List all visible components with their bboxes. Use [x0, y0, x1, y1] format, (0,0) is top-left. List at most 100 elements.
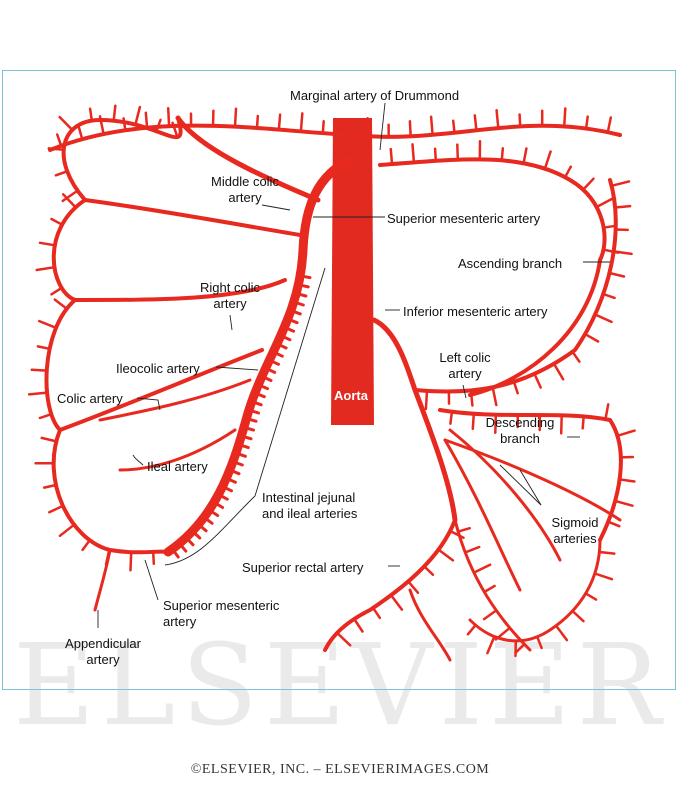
- jejunal-ileal-branch: [170, 547, 180, 559]
- vasa-recta-twig: [76, 123, 84, 141]
- vasa-recta-twig: [593, 313, 613, 324]
- vasa-recta-twig: [595, 197, 614, 209]
- vasa-recta-twig: [543, 150, 552, 170]
- right-colic-artery: [73, 278, 287, 302]
- vasa-recta-twig: [581, 177, 595, 191]
- jejunal-ileal-branch: [282, 325, 296, 333]
- vasa-recta-twig: [522, 147, 528, 165]
- vasa-recta-twig: [166, 106, 171, 128]
- vasa-recta-twig: [255, 114, 260, 130]
- jejunal-ileal-branch: [253, 391, 266, 399]
- leader-middle-colic: [261, 204, 291, 211]
- vasa-recta-twig: [466, 623, 477, 636]
- watermark: ELSEVIER: [13, 621, 667, 751]
- vasa-recta-twig: [571, 350, 581, 363]
- vasa-recta-twig: [593, 572, 614, 581]
- sigmoid-artery-3: [443, 438, 622, 522]
- vasa-recta-twig: [608, 271, 626, 278]
- vasa-recta-twig: [512, 380, 519, 395]
- label-intestinal-arteries: Intestinal jejunal and ileal arteries: [262, 490, 358, 521]
- vasa-recta-twig: [613, 204, 632, 209]
- leader-intestinal-2: [254, 267, 326, 497]
- jejunal-ileal-branch: [197, 522, 208, 533]
- vasa-recta-twig: [602, 224, 617, 229]
- label-right-colic-artery: Right colic artery: [200, 280, 260, 311]
- jejunal-ileal-branch: [231, 460, 244, 467]
- vasa-recta-twig: [42, 483, 58, 489]
- vasa-recta-twig: [552, 362, 565, 381]
- vasa-recta-twig: [429, 115, 434, 137]
- label-descending-branch: Descending branch: [485, 415, 555, 446]
- vasa-recta-twig: [606, 116, 613, 134]
- vasa-recta-twig: [583, 332, 600, 343]
- vasa-recta-twig: [407, 580, 420, 595]
- vasa-recta-twig: [371, 606, 382, 620]
- jejunal-ileal-branch: [239, 434, 253, 441]
- vasa-recta-twig: [98, 115, 105, 136]
- vasa-recta-twig: [486, 635, 496, 655]
- intestinal-jejunal-arteries: [170, 274, 312, 559]
- label-superior-rectal-artery: Superior rectal artery: [242, 560, 364, 575]
- vasa-recta-twig: [554, 624, 569, 642]
- jejunal-ileal-branch: [271, 350, 284, 358]
- vasa-recta-twig: [171, 121, 179, 139]
- vasa-recta-twig: [277, 113, 282, 131]
- vasa-recta-twig: [469, 389, 474, 407]
- vasa-recta-twig: [610, 180, 631, 188]
- label-superior-mesenteric-top: Superior mesenteric artery: [387, 211, 541, 226]
- vasa-recta-twig: [299, 112, 304, 133]
- vasa-recta-twig: [613, 499, 634, 507]
- leader-sigmoid-1: [499, 464, 542, 506]
- jejunal-ileal-branch: [191, 529, 202, 540]
- vasa-recta-twig: [451, 119, 456, 134]
- marginal-left-2: [51, 198, 87, 302]
- vasa-recta-twig: [584, 592, 598, 601]
- jejunal-ileal-branch: [202, 515, 214, 525]
- vasa-recta-twig: [433, 147, 438, 163]
- vasa-recta-twig: [151, 550, 156, 566]
- leader-colic: [136, 397, 161, 411]
- leader-right-colic: [229, 314, 233, 331]
- vasa-recta-twig: [456, 143, 460, 161]
- vasa-recta-twig: [389, 593, 404, 611]
- vasa-recta-twig: [50, 286, 63, 296]
- colic-artery: [98, 378, 252, 422]
- vasa-recta-twig: [500, 147, 505, 162]
- left-colic-artery: [413, 178, 618, 394]
- jejunal-ileal-branch: [289, 309, 302, 316]
- leader-sigmoid-2: [519, 469, 542, 506]
- jejunal-ileal-branch: [184, 536, 195, 547]
- vasa-recta-twig: [473, 114, 478, 132]
- vasa-recta-twig: [483, 584, 496, 594]
- jejunal-ileal-branch: [256, 383, 269, 391]
- vasa-recta-twig: [134, 105, 142, 126]
- aorta: [331, 118, 374, 425]
- vasa-recta-twig: [58, 115, 74, 132]
- leader-sup-mes-bottom: [144, 559, 159, 601]
- vasa-recta-twig: [423, 565, 435, 576]
- leader-lines: [97, 102, 610, 628]
- jejunal-ileal-branch: [275, 342, 288, 350]
- jejunal-ileal-branch: [267, 358, 280, 366]
- vasa-recta-twig: [598, 550, 616, 555]
- vasa-recta-twig: [343, 118, 347, 136]
- vasa-recta-twig: [352, 617, 364, 633]
- copyright-notice: ©ELSEVIER, INC. – ELSEVIERIMAGES.COM: [190, 762, 490, 777]
- vasa-recta-twig: [233, 107, 238, 128]
- sigmoid-artery-2: [443, 438, 522, 592]
- vasa-recta-twig: [61, 189, 79, 203]
- sigmoid-artery-1: [448, 428, 562, 562]
- vasa-recta-twig: [88, 107, 94, 122]
- superior-rectal-artery: [323, 518, 457, 652]
- vessels: [44, 115, 623, 662]
- vasa-recta-twig: [38, 412, 53, 420]
- vasa-recta-twig: [437, 548, 455, 562]
- vasa-recta-twig: [606, 520, 621, 528]
- vasa-recta-twig: [104, 548, 111, 566]
- vasa-recta-twig: [618, 478, 636, 483]
- vasa-recta-twig: [616, 429, 636, 438]
- label-inferior-mesenteric: Inferior mesenteric artery: [403, 304, 548, 319]
- vasa-recta-twig: [604, 403, 610, 421]
- figure-frame: [2, 70, 676, 690]
- vasa-recta-twig: [54, 170, 69, 177]
